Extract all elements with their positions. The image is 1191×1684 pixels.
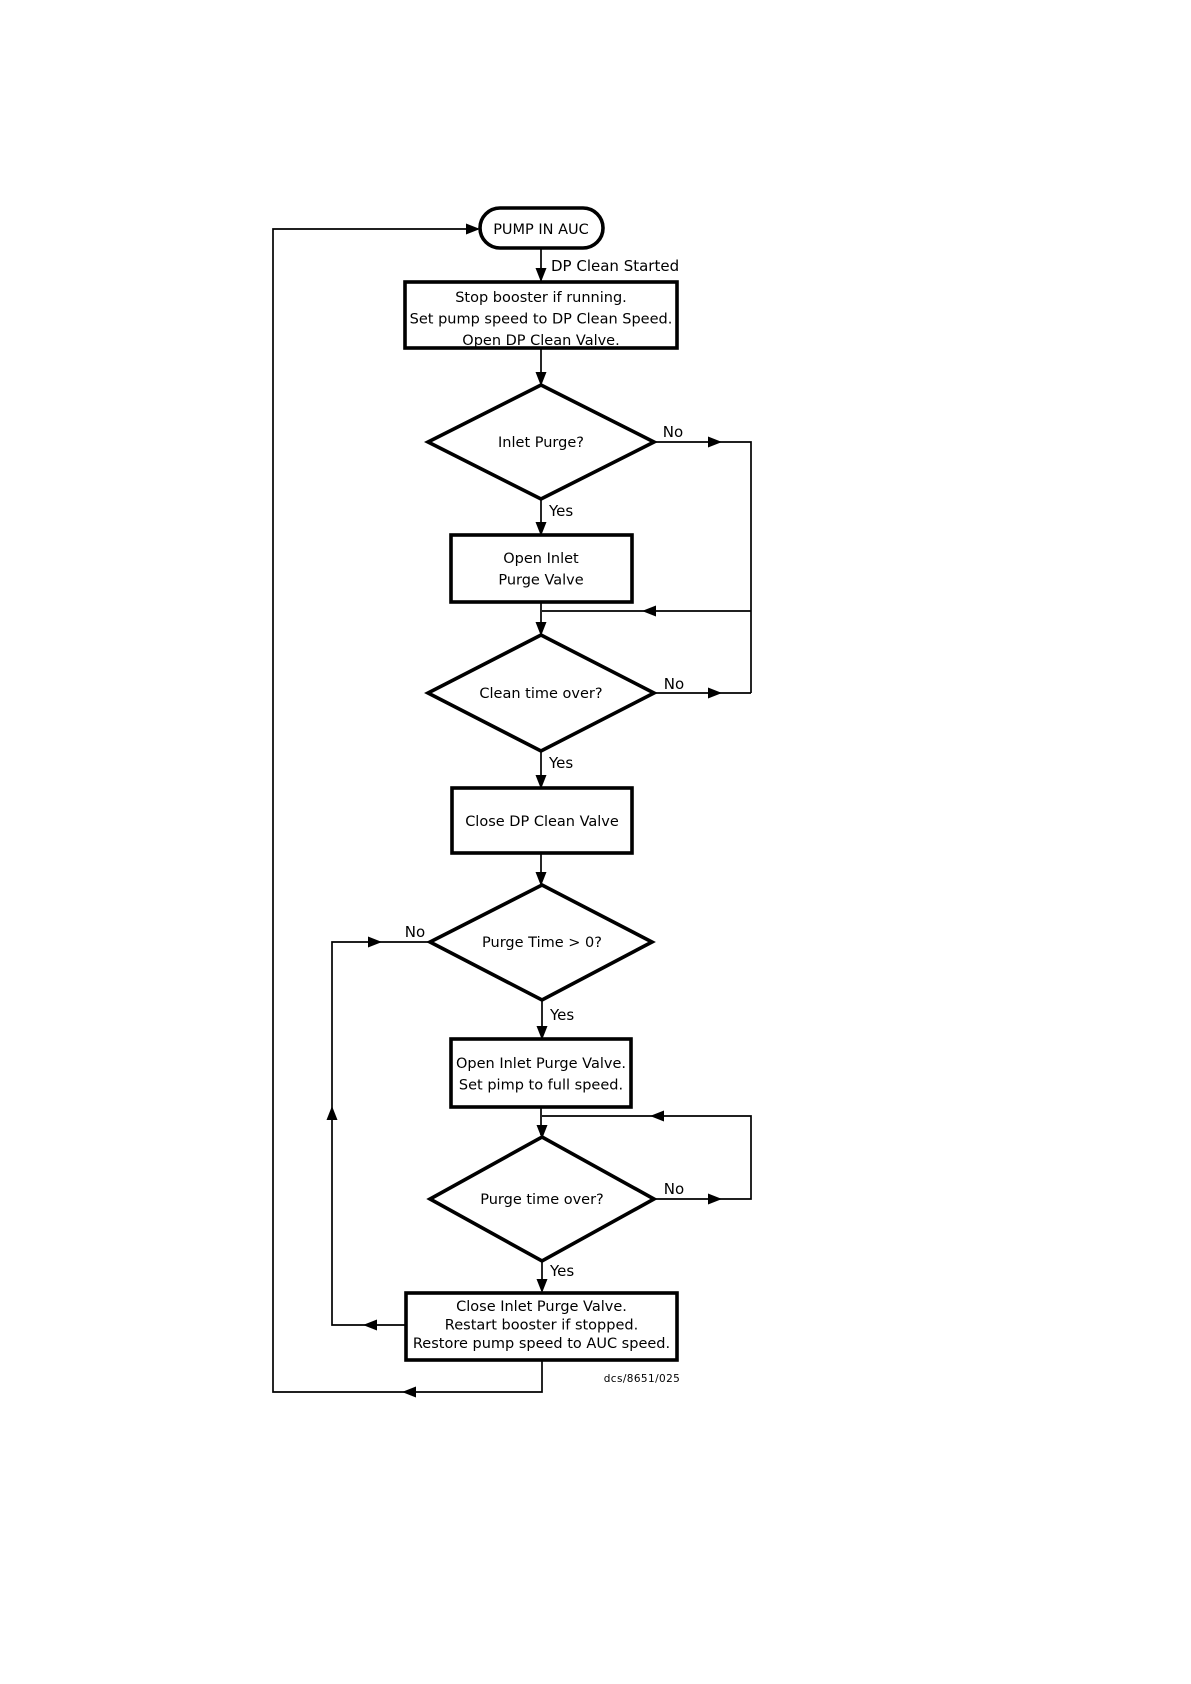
arrow-left-right-loop-merge-icon [642, 605, 656, 617]
arrow-down-into-open-inlet-purge-icon [535, 522, 547, 536]
stop-booster-line-2: Set pump speed to DP Clean Speed. [410, 312, 673, 328]
arrowheads [326, 223, 722, 1398]
open-inlet-full-speed-line-2: Set pimp to full speed. [459, 1078, 623, 1094]
purge-time-over-decision-label: Purge time over? [480, 1192, 604, 1208]
node-labels: PUMP IN AUC Stop booster if running. Set… [410, 222, 673, 1352]
node-inlet-purge-decision [424, 382, 658, 502]
close-dp-clean-valve-label: Close DP Clean Valve [465, 814, 619, 830]
edge-inlet-purge-no-branch [654, 441, 752, 693]
edge-left-inner-loop [331, 941, 430, 1326]
arrow-down-into-inlet-purge-icon [535, 372, 547, 386]
arrow-right-into-start-icon [466, 223, 480, 235]
arrow-down-into-close-inlet-icon [536, 1279, 548, 1293]
edge-label-clean-time-over-no: No [664, 675, 684, 693]
drawing-number: dcs/8651/025 [604, 1373, 681, 1385]
node-close-inlet-restore-process [404, 1291, 679, 1362]
edge-outer-return-loop [272, 228, 543, 1393]
purge-time-gt-0-decision-label: Purge Time > 0? [482, 935, 602, 951]
arrow-left-out-of-close-inlet-icon [363, 1319, 377, 1331]
edge-label-purge-time-over-no: No [664, 1180, 684, 1198]
edge-label-inlet-purge-yes: Yes [548, 502, 573, 520]
start-terminal-label: PUMP IN AUC [493, 222, 589, 238]
arrow-down-into-stop-booster-icon [535, 268, 547, 282]
arrow-down-into-open-full-speed-icon [536, 1026, 548, 1040]
node-start-terminal [478, 206, 605, 250]
node-close-dp-clean-valve-process [450, 786, 634, 855]
arrow-down-into-purge-time-gt0-icon [535, 872, 547, 886]
edge-label-clean-time-over-yes: Yes [548, 754, 573, 772]
node-purge-time-over-decision [426, 1134, 658, 1264]
arrow-right-purge-over-no-icon [708, 1193, 722, 1205]
edge-purge-over-no-branch [542, 1115, 752, 1200]
arrow-right-into-purge-time-gt0-icon [368, 936, 382, 948]
node-open-inlet-full-speed-process [449, 1037, 633, 1109]
edge-label-purge-time-over-yes: Yes [549, 1262, 574, 1280]
arrow-down-into-clean-time-over-icon [535, 622, 547, 636]
arrow-up-left-inner-loop-icon [326, 1106, 338, 1120]
close-inlet-restore-line-2: Restart booster if stopped. [445, 1318, 638, 1334]
arrow-down-into-close-dp-clean-icon [535, 775, 547, 789]
edge-labels: DP Clean Started No Yes No Yes No Yes No… [405, 257, 684, 1280]
node-purge-time-gt-0-decision [426, 882, 656, 1003]
edge-label-dp-clean-started: DP Clean Started [551, 257, 679, 275]
arrow-right-inlet-purge-no-icon [708, 436, 722, 448]
edge-label-purge-time-gt-0-yes: Yes [549, 1006, 574, 1024]
clean-time-over-decision-label: Clean time over? [479, 686, 602, 702]
node-clean-time-over-decision [424, 632, 658, 754]
inlet-purge-decision-label: Inlet Purge? [498, 435, 584, 451]
open-inlet-full-speed-line-1: Open Inlet Purge Valve. [456, 1056, 626, 1072]
edge-label-inlet-purge-no: No [663, 423, 683, 441]
open-inlet-purge-line-2: Purge Valve [498, 573, 583, 589]
open-inlet-purge-line-1: Open Inlet [503, 551, 579, 567]
arrow-left-outer-bottom-icon [402, 1386, 416, 1398]
nodes [403, 206, 679, 1362]
arrow-left-wait-loop-merge-icon [650, 1110, 664, 1122]
node-open-inlet-purge-valve-process [449, 533, 634, 604]
arrow-down-into-purge-time-over-icon [536, 1125, 548, 1139]
arrow-right-clean-time-no-icon [708, 687, 722, 699]
stop-booster-line-1: Stop booster if running. [455, 290, 627, 306]
close-inlet-restore-line-1: Close Inlet Purge Valve. [456, 1299, 627, 1315]
close-inlet-restore-line-3: Restore pump speed to AUC speed. [413, 1336, 670, 1352]
edge-label-purge-time-gt-0-no: No [405, 923, 425, 941]
stop-booster-line-3: Open DP Clean Valve. [462, 333, 619, 349]
